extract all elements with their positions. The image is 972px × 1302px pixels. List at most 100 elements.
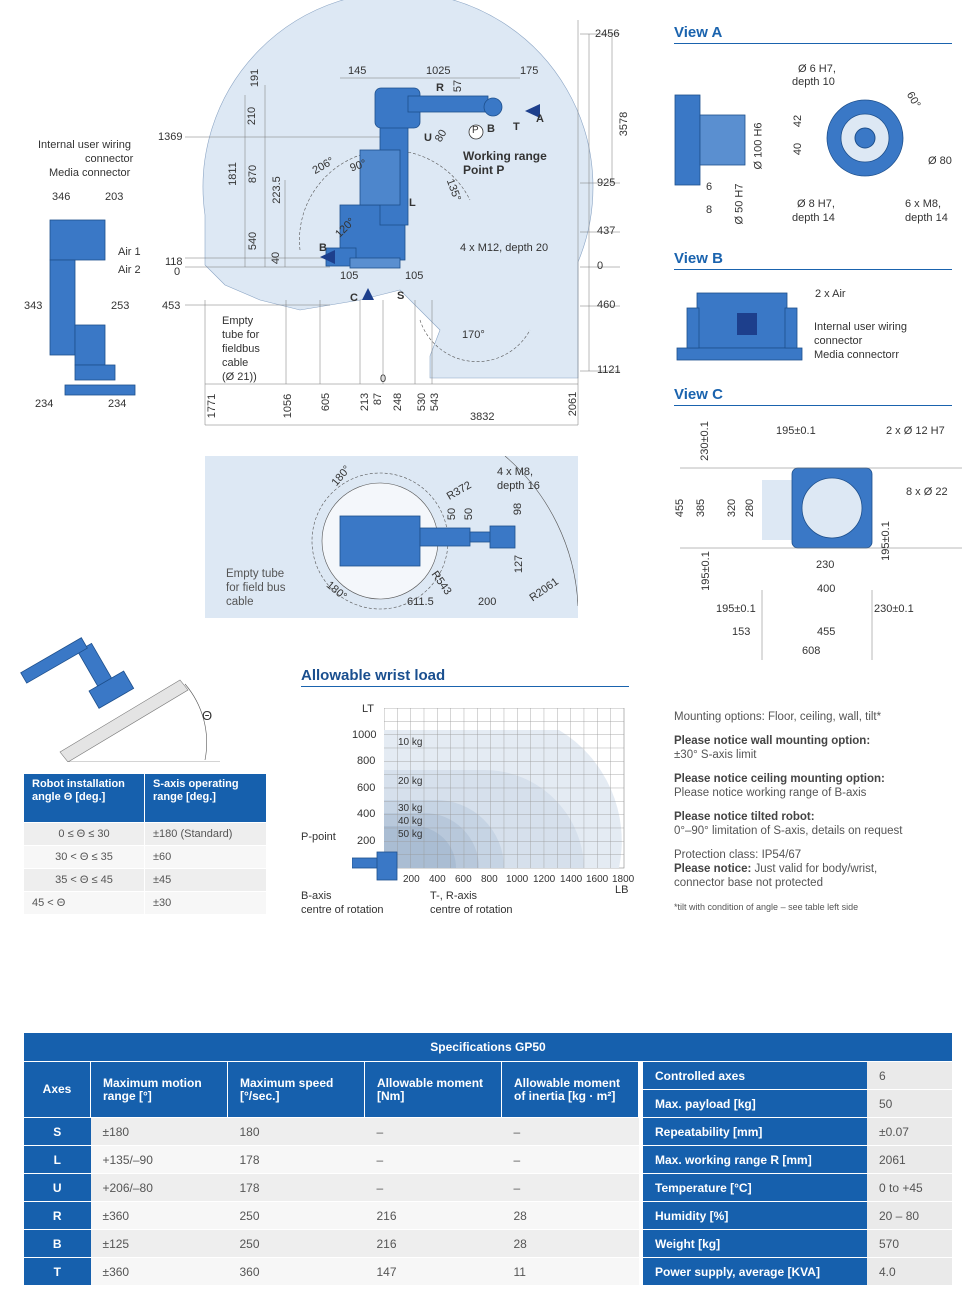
prop-key: Temperature [°C] — [643, 1173, 867, 1202]
notice-text-2: connector base not protected — [674, 877, 823, 889]
label-8h7: Ø 8 H7, — [797, 198, 835, 210]
table-cell: +135/–90 — [90, 1145, 228, 1174]
dim: 2456 — [595, 28, 620, 40]
table-cell: +206/–80 — [90, 1173, 228, 1202]
axis-label-r: R — [436, 82, 444, 94]
table-cell: – — [364, 1173, 502, 1202]
robot-front-view — [49, 219, 136, 396]
dim: 611.5 — [407, 596, 434, 608]
label-empty-tube: Empty — [222, 315, 254, 327]
x-tick: 1400 — [560, 874, 583, 885]
table-row: 30 < Θ ≤ 35±60 — [24, 845, 267, 869]
label-media-connector: Media connector — [49, 167, 131, 179]
prop-value: 570 — [867, 1229, 952, 1258]
dim: 455 — [817, 626, 836, 638]
installation-header-range: S-axis operating range [deg.] — [144, 774, 267, 823]
label-tube: Empty tube — [226, 568, 285, 580]
label-tube-3: cable — [226, 596, 254, 608]
dim: 540 — [247, 231, 260, 251]
view-label-c: C — [350, 292, 358, 304]
dim: 3578 — [618, 111, 631, 137]
table-cell: 28 — [501, 1229, 639, 1258]
dim: 343 — [24, 300, 43, 312]
prop-key: Max. working range R [mm] — [643, 1145, 867, 1174]
axis-cell: L — [24, 1145, 91, 1174]
table-cell: 11 — [501, 1257, 639, 1285]
prop-key: Repeatability [mm] — [643, 1117, 867, 1146]
label-empty-tube-4: cable — [222, 357, 249, 369]
table-row: R ±360 250 216 28 Humidity [%] 20 – 80 — [24, 1201, 952, 1230]
dim: 1056 — [282, 393, 295, 419]
protection-class: Protection class: IP54/67 — [674, 849, 802, 861]
dim: Ø 80 — [928, 155, 952, 167]
spec-header-axes: Axes — [24, 1061, 91, 1118]
table-cell: 45 < Θ — [24, 891, 145, 914]
dim: 170° — [462, 329, 485, 341]
prop-value: 50 — [867, 1089, 952, 1118]
dim: 87 — [372, 392, 385, 406]
table-cell: 0 ≤ Θ ≤ 30 — [24, 822, 145, 846]
dim: 230±0.1 — [874, 603, 914, 615]
spec-header-inertia: Allowable moment of inertia [kg · m²] — [501, 1061, 639, 1118]
dim: 1771 — [206, 393, 219, 419]
prop-value: 2061 — [867, 1145, 952, 1174]
dim: 50 — [446, 507, 459, 521]
dim: 8 x Ø 22 — [906, 486, 948, 498]
prop-key: Power supply, average [KVA] — [643, 1257, 867, 1285]
dim: 6 — [706, 181, 713, 193]
table-cell: 180 — [227, 1117, 365, 1146]
tilt-title: Please notice tilted robot: — [674, 811, 815, 823]
table-cell: 35 < Θ ≤ 45 — [24, 868, 145, 892]
robot-side-view — [325, 87, 503, 269]
axis-label-b: B — [487, 123, 495, 135]
prop-value: ±0.07 — [867, 1117, 952, 1146]
table-row: 35 < Θ ≤ 45±45 — [24, 868, 267, 892]
wrist-x-unit: LB — [615, 884, 629, 896]
dim: 200 — [478, 596, 497, 608]
dim: 98 — [512, 502, 525, 516]
prop-key: Controlled axes — [643, 1061, 867, 1090]
dim: 40 — [270, 251, 283, 265]
label-air: 2 x Air — [815, 288, 846, 300]
dim: 105 — [340, 270, 359, 282]
x-tick: 600 — [455, 874, 472, 885]
y-tick: 200 — [357, 835, 376, 847]
dim: 385 — [695, 498, 708, 518]
table-row: U +206/–80 178 – – Temperature [°C] 0 to… — [24, 1173, 952, 1202]
dim: 1121 — [597, 364, 621, 376]
mounting-notes: Mounting options: Floor, ceiling, wall, … — [674, 710, 964, 914]
x-tick: 400 — [429, 874, 446, 885]
wall-text: ±30° S-axis limit — [674, 749, 757, 761]
axis-cell: B — [24, 1229, 91, 1258]
wrist-load-grid — [384, 708, 625, 869]
dim: 925 — [597, 177, 616, 189]
label-m12: 4 x M12, depth 20 — [460, 242, 549, 254]
notice-text: Just valid for body/wrist, — [751, 863, 878, 875]
dim: 210 — [246, 106, 259, 126]
tr-axis-label-2: centre of rotation — [430, 904, 513, 916]
label-empty-tube-3: fieldbus — [222, 343, 260, 355]
view-b-title: View B — [674, 250, 723, 267]
dim: 346 — [52, 191, 71, 203]
dim: 42 — [792, 114, 805, 128]
label-m8-holes: 6 x M8, — [905, 198, 942, 210]
dim: 530 — [416, 392, 429, 412]
x-tick: 1200 — [533, 874, 556, 885]
table-cell: ±360 — [90, 1257, 228, 1285]
view-c-drawing — [680, 467, 962, 660]
dim: 460 — [597, 299, 616, 311]
dim: 50 — [463, 507, 476, 521]
label-working-range: Working range — [463, 149, 547, 163]
table-row: T ±360 360 147 11 Power supply, average … — [24, 1257, 952, 1285]
label-point-p: Point P — [463, 163, 505, 177]
dim: 3832 — [470, 411, 495, 423]
point-p-label: P — [472, 125, 479, 136]
b-axis-label: B-axis — [301, 890, 332, 902]
prop-key: Max. payload [kg] — [643, 1089, 867, 1118]
dim: 195±0.1 — [699, 551, 712, 591]
label-empty-tube-2: tube for — [222, 329, 260, 341]
dim: 0 — [380, 373, 387, 385]
dim: 145 — [348, 65, 367, 77]
specifications-table: Specifications GP50 Axes Maximum motion … — [24, 1033, 952, 1285]
spec-header-motion: Maximum motion range [°] — [90, 1061, 228, 1118]
